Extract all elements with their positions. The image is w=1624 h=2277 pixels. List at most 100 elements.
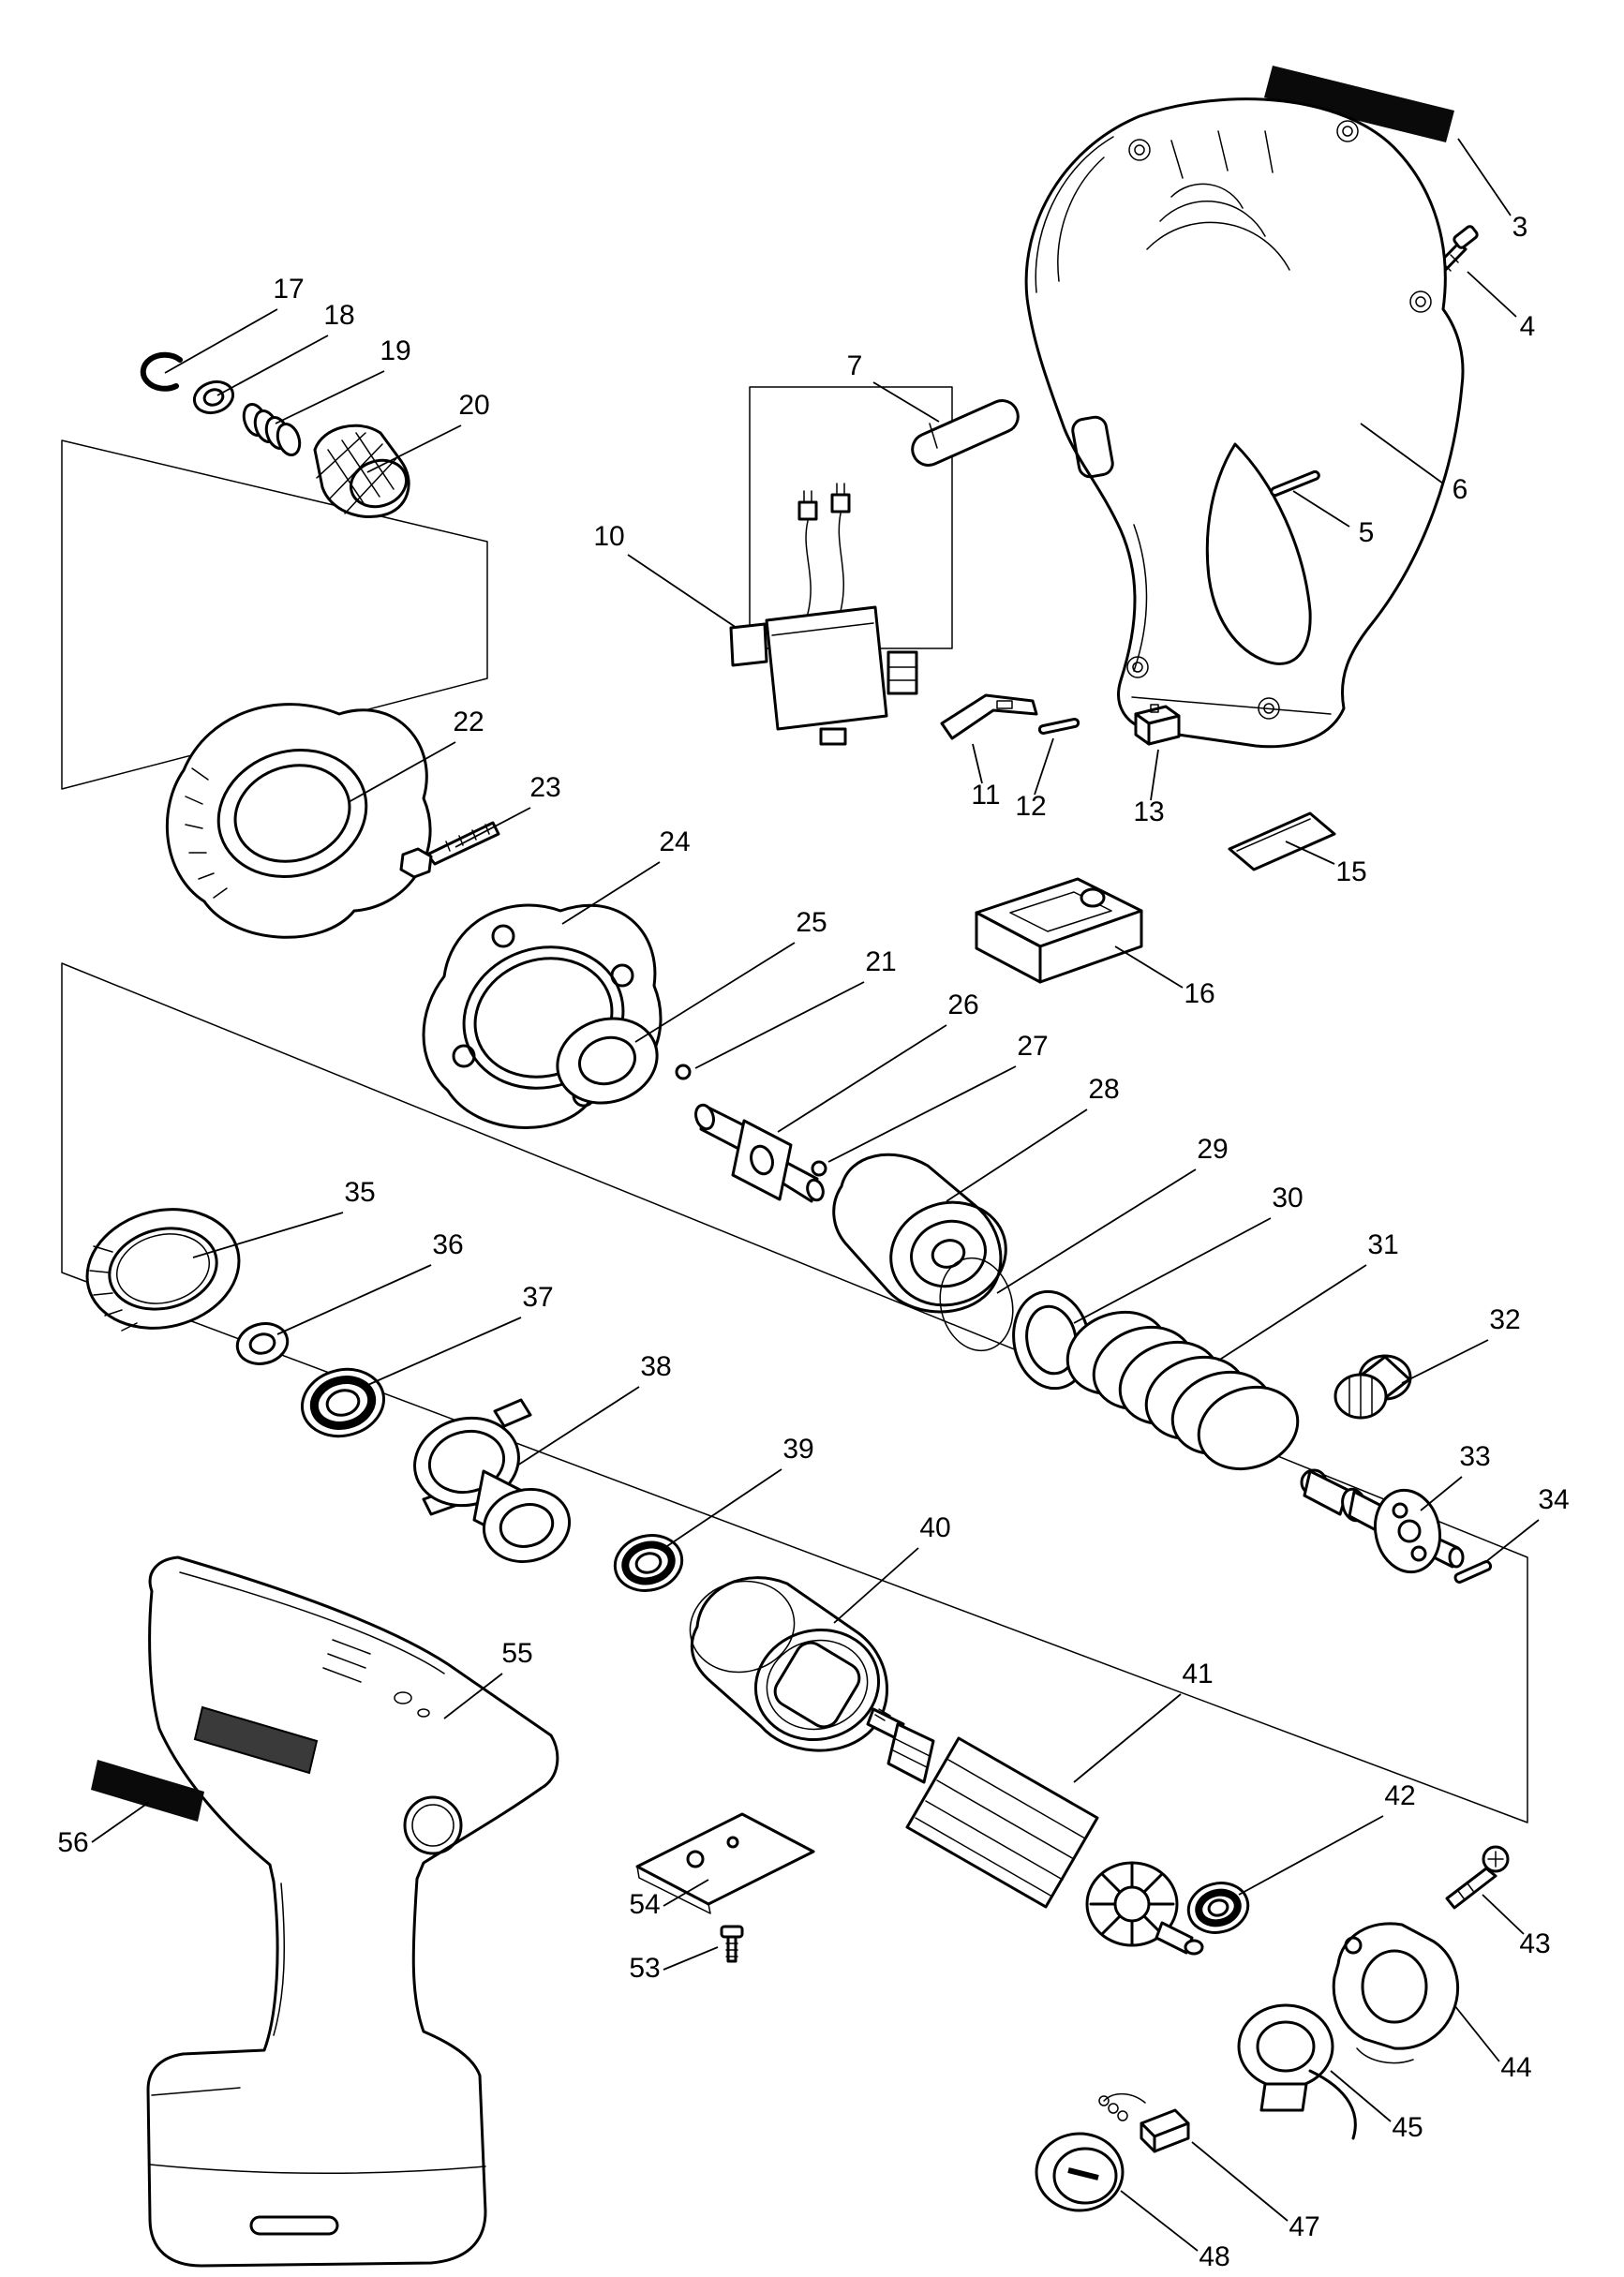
part-number-30: 30 <box>1272 1183 1303 1213</box>
part-number-6: 6 <box>1453 474 1468 505</box>
leader-line-25 <box>634 942 796 1043</box>
leader-line-21 <box>694 981 865 1069</box>
leader-line-47 <box>1191 2141 1289 2222</box>
part-number-36: 36 <box>432 1229 463 1260</box>
part-number-45: 45 <box>1392 2112 1423 2143</box>
leader-line-27 <box>827 1065 1017 1163</box>
part-40-drum <box>689 1576 888 1752</box>
part-number-53: 53 <box>629 1953 660 1984</box>
part-20-knurled-sleeve <box>313 424 410 518</box>
leader-line-31 <box>1217 1264 1367 1362</box>
part-number-41: 41 <box>1182 1659 1213 1689</box>
part-number-32: 32 <box>1489 1304 1520 1335</box>
leader-line-30 <box>1073 1217 1272 1324</box>
part-27-ball <box>811 1160 827 1177</box>
part-36-washer <box>235 1322 290 1365</box>
part-43-screw <box>1445 1845 1510 1910</box>
part-number-22: 22 <box>453 707 484 737</box>
leader-line-12 <box>1034 737 1054 796</box>
part-55-housing-left <box>146 1555 559 2268</box>
part-41-armature <box>866 1707 1204 1956</box>
part-21-ball <box>675 1064 692 1080</box>
part-15-sheet <box>1228 811 1336 871</box>
leader-line-3 <box>1457 138 1512 216</box>
part-number-39: 39 <box>782 1434 813 1465</box>
part-number-38: 38 <box>640 1351 671 1382</box>
part-number-21: 21 <box>865 946 896 977</box>
part-11-lever <box>940 693 1038 740</box>
leader-line-53 <box>663 1946 719 1971</box>
part-number-47: 47 <box>1289 2211 1319 2242</box>
part-number-48: 48 <box>1199 2241 1229 2272</box>
leader-line-54 <box>663 1879 709 1907</box>
part-number-27: 27 <box>1017 1031 1048 1062</box>
part-number-43: 43 <box>1519 1928 1550 1959</box>
part-number-5: 5 <box>1359 517 1375 548</box>
leader-line-35 <box>192 1212 344 1258</box>
leader-line-16 <box>1114 945 1184 989</box>
part-number-25: 25 <box>796 907 827 938</box>
part-45-holder <box>1237 2003 1357 2140</box>
part-number-31: 31 <box>1367 1229 1398 1260</box>
leader-line-34 <box>1483 1519 1540 1564</box>
part-42-bearing <box>1186 1882 1250 1934</box>
part-number-3: 3 <box>1512 212 1528 243</box>
leader-line-44 <box>1453 2004 1500 2062</box>
leader-line-17 <box>164 308 278 374</box>
leader-line-4 <box>1467 271 1517 318</box>
part-22-hammer-case-cover <box>165 703 432 939</box>
part-number-55: 55 <box>501 1638 532 1669</box>
leader-line-22 <box>348 741 456 803</box>
part-29-ring <box>939 1257 1014 1352</box>
part-number-4: 4 <box>1520 311 1536 342</box>
part-34-pin <box>1453 1560 1493 1585</box>
part-10-switch <box>729 483 918 746</box>
part-38-collar <box>413 1398 572 1564</box>
part-3-label-plate <box>1264 66 1454 142</box>
part-26-spindle <box>694 1103 825 1203</box>
part-number-37: 37 <box>522 1282 553 1313</box>
leader-line-36 <box>276 1264 432 1335</box>
leader-line-23 <box>454 807 531 848</box>
leader-line-45 <box>1330 2070 1392 2122</box>
leader-line-5 <box>1292 490 1350 528</box>
part-number-13: 13 <box>1133 796 1164 827</box>
leader-line-39 <box>666 1468 782 1547</box>
leader-line-48 <box>1120 2190 1199 2252</box>
leader-line-32 <box>1401 1339 1489 1384</box>
leader-line-55 <box>443 1673 503 1719</box>
leader-line-37 <box>363 1317 522 1388</box>
part-56-label-plate <box>91 1760 204 1822</box>
leader-line-40 <box>833 1547 919 1624</box>
leader-line-56 <box>91 1802 149 1843</box>
part-number-20: 20 <box>458 390 489 421</box>
part-number-29: 29 <box>1197 1134 1228 1165</box>
leader-line-43 <box>1482 1894 1525 1935</box>
part-25-washer <box>556 1017 659 1105</box>
part-number-26: 26 <box>947 990 978 1020</box>
part-12-pin <box>1037 717 1080 736</box>
part-13-block <box>1134 704 1181 746</box>
part-32-cap <box>1333 1354 1412 1420</box>
part-7-button <box>911 399 1020 467</box>
part-53-screw <box>720 1925 744 1963</box>
part-number-35: 35 <box>344 1177 375 1208</box>
part-28-hammer <box>832 1153 1007 1314</box>
leader-line-13 <box>1150 749 1159 801</box>
part-17-snap-ring <box>140 351 183 392</box>
leader-line-42 <box>1238 1815 1384 1896</box>
part-33-anvil <box>1300 1468 1465 1574</box>
part-number-24: 24 <box>659 826 690 857</box>
part-number-12: 12 <box>1015 791 1046 822</box>
part-number-11: 11 <box>971 780 1000 811</box>
leader-line-28 <box>946 1109 1088 1202</box>
leader-line-10 <box>627 554 738 629</box>
part-5-pin <box>1270 469 1320 498</box>
part-number-34: 34 <box>1538 1484 1569 1515</box>
leader-line-26 <box>777 1024 947 1133</box>
part-39-bearing <box>613 1534 684 1592</box>
part-number-33: 33 <box>1459 1441 1490 1472</box>
part-number-18: 18 <box>323 300 354 331</box>
part-31-spring <box>1065 1310 1300 1471</box>
